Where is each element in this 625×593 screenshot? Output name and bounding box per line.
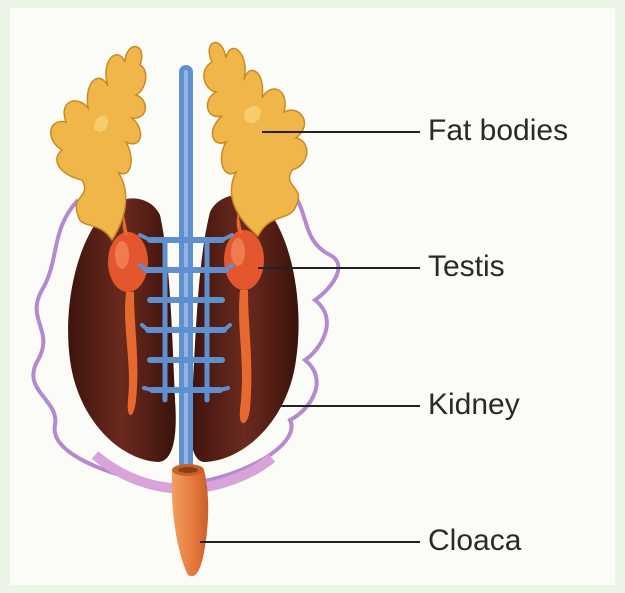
fat-bodies — [51, 43, 307, 240]
right-testis — [224, 230, 264, 290]
label-cloaca: Cloaca — [428, 524, 521, 558]
label-testis: Testis — [428, 250, 505, 284]
label-fat-bodies: Fat bodies — [428, 114, 568, 148]
cloaca — [172, 470, 208, 576]
label-kidney: Kidney — [428, 388, 520, 422]
